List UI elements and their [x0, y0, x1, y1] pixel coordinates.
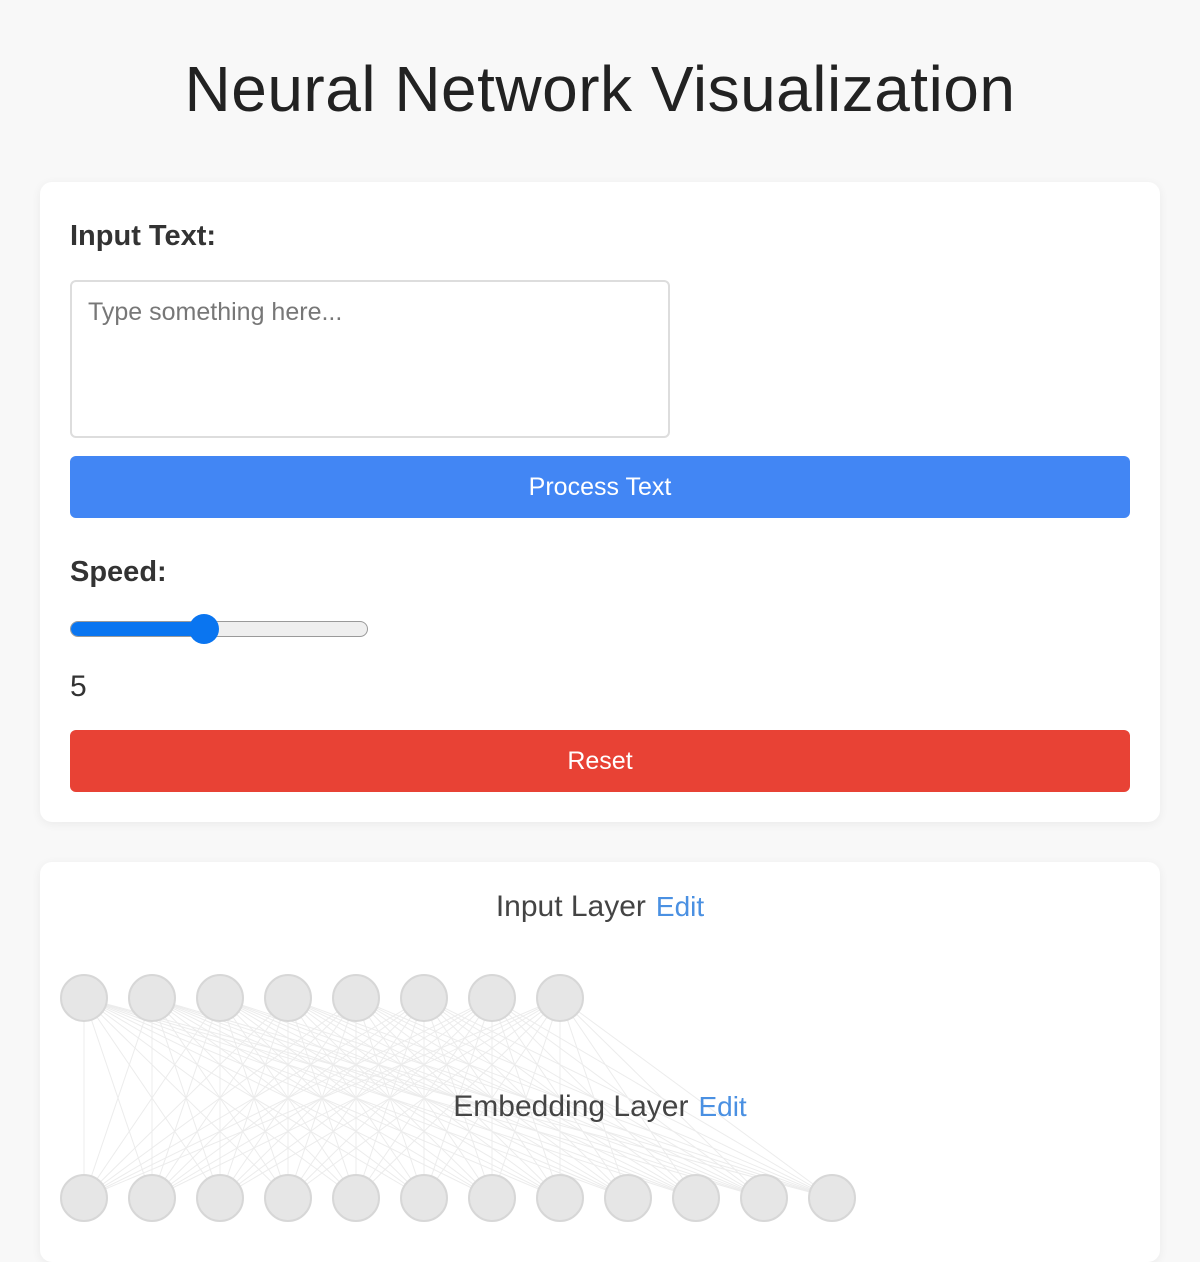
- neuron-connection: [151, 997, 561, 1199]
- embedding-neuron: [196, 1174, 244, 1222]
- input-layer-edit-link[interactable]: Edit: [655, 891, 705, 922]
- speed-value: 5: [70, 670, 87, 703]
- neuron-connection: [219, 997, 561, 1199]
- embedding-neuron: [604, 1174, 652, 1222]
- input-neuron: [332, 974, 380, 1022]
- neuron-connection: [83, 997, 357, 1199]
- neuron-connection: [355, 997, 561, 1199]
- process-text-button[interactable]: Process Text: [70, 456, 1130, 518]
- speed-slider-fill: [71, 622, 205, 636]
- embedding-layer-title: Embedding Layer: [453, 1090, 689, 1123]
- speed-label: Speed:: [70, 556, 167, 588]
- input-neuron: [60, 974, 108, 1022]
- embedding-layer-edit-link[interactable]: Edit: [698, 1091, 747, 1122]
- neuron-connection: [83, 997, 221, 1199]
- embedding-neuron: [672, 1174, 720, 1222]
- neuron-connection: [83, 997, 153, 1199]
- reset-button[interactable]: Reset: [70, 730, 1130, 792]
- input-text-field[interactable]: [70, 280, 670, 438]
- embedding-neuron: [60, 1174, 108, 1222]
- embedding-neuron: [264, 1174, 312, 1222]
- neuron-connections: [83, 997, 833, 1199]
- speed-slider-track[interactable]: [70, 621, 368, 637]
- input-neuron: [128, 974, 176, 1022]
- embedding-neuron: [400, 1174, 448, 1222]
- neuron-connection: [423, 997, 561, 1199]
- neuron-connection: [83, 997, 425, 1199]
- embedding-neuron: [468, 1174, 516, 1222]
- input-neuron: [264, 974, 312, 1022]
- speed-slider-thumb[interactable]: [189, 614, 219, 644]
- input-text-label: Input Text:: [70, 220, 217, 252]
- neuron-connection: [287, 997, 561, 1199]
- speed-slider[interactable]: [70, 614, 368, 644]
- neuron-connection: [83, 997, 289, 1199]
- embedding-neuron: [740, 1174, 788, 1222]
- embedding-neuron: [332, 1174, 380, 1222]
- input-neuron: [468, 974, 516, 1022]
- embedding-layer-header: Embedding Layer Edit: [40, 1090, 1160, 1124]
- neuron-connection: [559, 997, 765, 1199]
- embedding-neuron: [536, 1174, 584, 1222]
- neuron-connection: [83, 997, 493, 1199]
- neuron-connection: [559, 997, 833, 1199]
- neuron-connection: [559, 997, 697, 1199]
- neuron-connection: [559, 997, 629, 1199]
- page-title: Neural Network Visualization: [184, 53, 1016, 125]
- input-neuron: [536, 974, 584, 1022]
- input-neuron: [400, 974, 448, 1022]
- input-neuron: [196, 974, 244, 1022]
- input-layer-header: Input Layer Edit: [40, 890, 1160, 924]
- input-layer-title: Input Layer: [495, 890, 646, 923]
- embedding-neuron: [808, 1174, 856, 1222]
- controls-panel: Input Text: Process Text Speed: 5 Reset: [40, 182, 1160, 822]
- embedding-neuron: [128, 1174, 176, 1222]
- neuron-connection: [83, 997, 561, 1199]
- neuron-connection: [491, 997, 561, 1199]
